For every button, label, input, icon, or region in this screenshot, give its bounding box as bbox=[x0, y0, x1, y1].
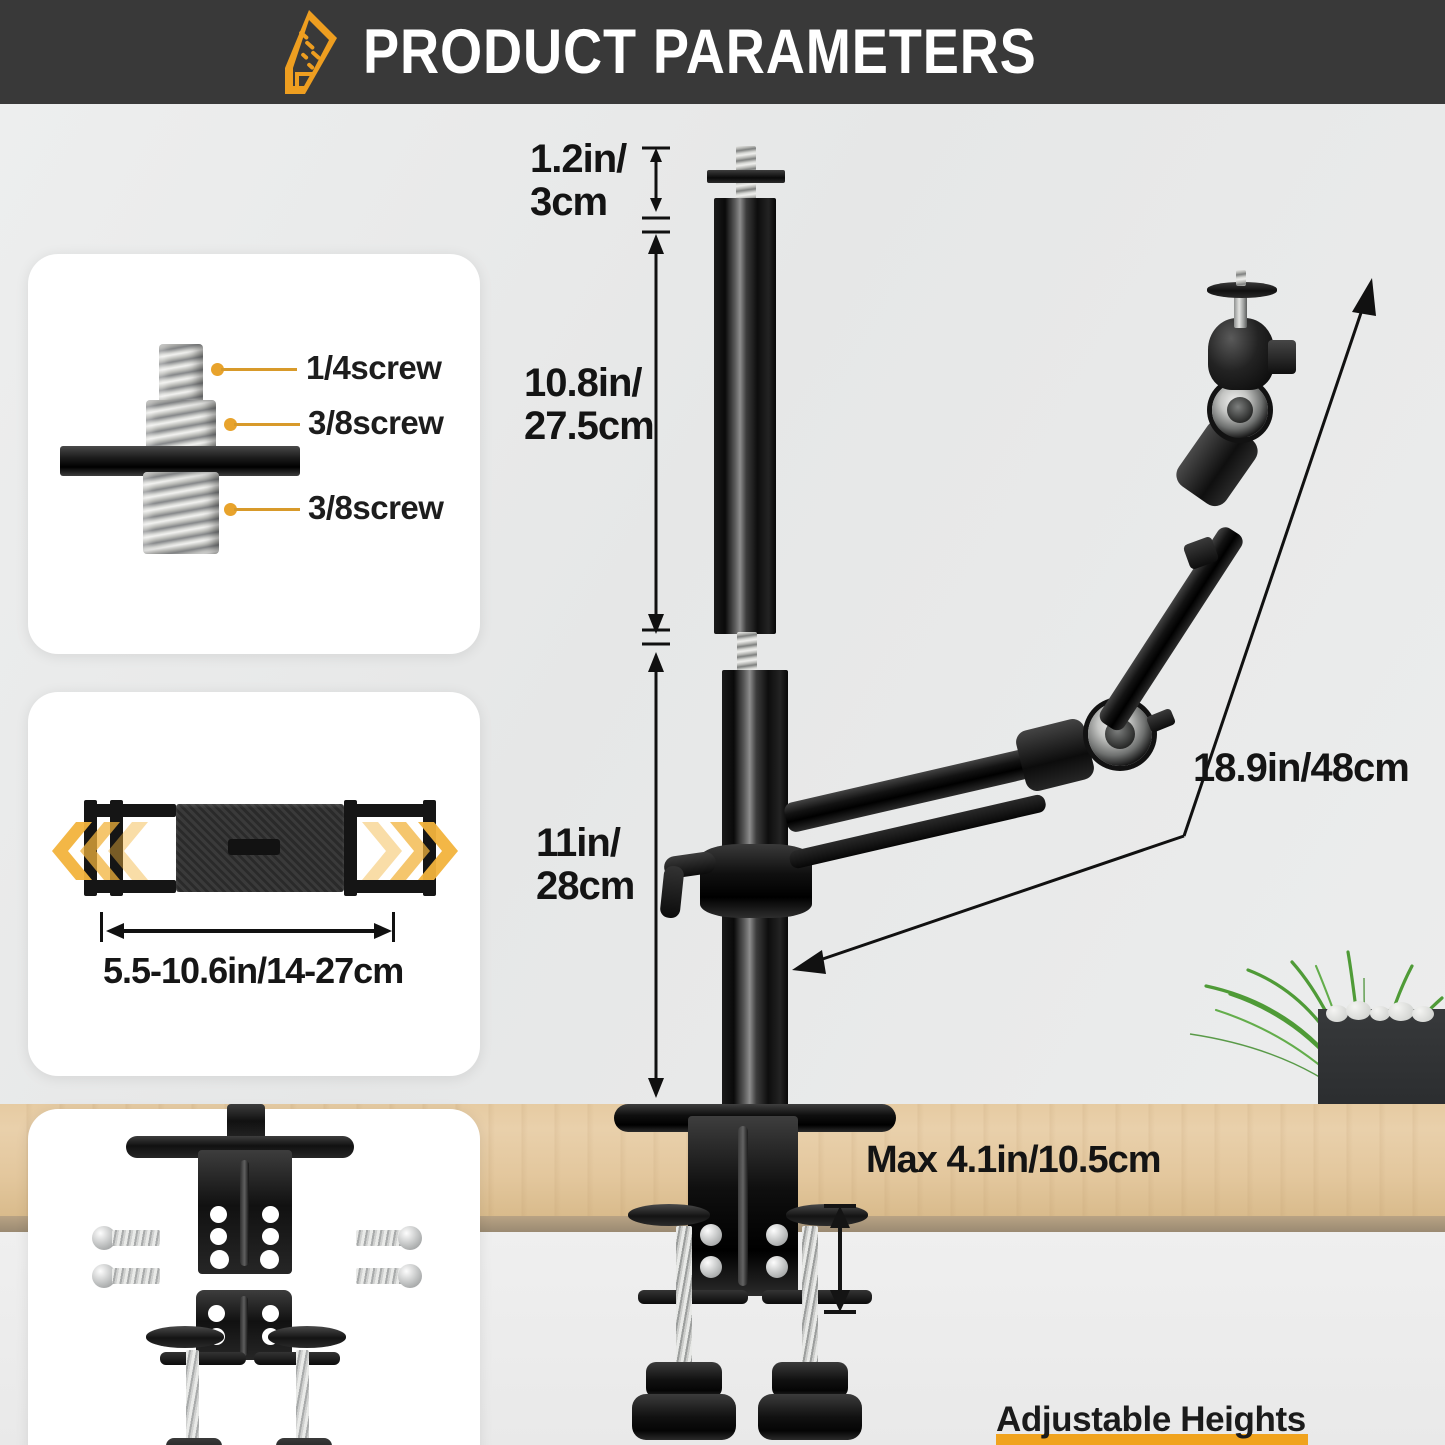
label-quarter-screw: 1/4screw bbox=[306, 349, 442, 386]
lower-bracket-hole-1 bbox=[208, 1305, 225, 1322]
holder-dim-tick-left bbox=[100, 912, 103, 942]
leader-line-3 bbox=[234, 508, 300, 511]
bracket-hole-4 bbox=[262, 1228, 279, 1245]
clamp-thumb-knob-right-base[interactable] bbox=[758, 1394, 862, 1440]
dimension-clamp-max: Max 4.1in/10.5cm bbox=[866, 1139, 1162, 1181]
holder-dim-tick-right bbox=[392, 912, 395, 942]
loose-screw-head-4 bbox=[398, 1264, 422, 1288]
label-three-eighth-screw-lower: 3/8screw bbox=[308, 489, 444, 526]
mid-thread bbox=[737, 632, 757, 672]
bracket-hole-6 bbox=[260, 1250, 279, 1269]
clamp-pad-right bbox=[786, 1204, 868, 1226]
quarter-inch-thread bbox=[159, 344, 203, 410]
holder-jaw-right-inner bbox=[344, 800, 357, 896]
clamp-bracket-rib bbox=[738, 1126, 748, 1286]
loose-screw-shaft-1 bbox=[112, 1230, 160, 1246]
leader-line-1 bbox=[221, 368, 297, 371]
bracket-hole-5 bbox=[210, 1250, 229, 1269]
top-flange bbox=[707, 170, 785, 183]
dimension-top-screw: 1.2in/ 3cm bbox=[530, 137, 627, 225]
dimension-lower-pole: 11in/ 28cm bbox=[536, 821, 635, 909]
page-title: PRODUCT PARAMETERS bbox=[362, 17, 1037, 87]
ball-head-stem bbox=[1234, 294, 1247, 328]
upper-pole bbox=[714, 198, 776, 634]
clamp-part-top-plate bbox=[126, 1136, 354, 1158]
clamp-crossbar-left bbox=[638, 1290, 748, 1304]
product-scene: 1.2in/ 3cm 10.8in/ 27.5cm 11in/ 28cm bbox=[0, 104, 1445, 1445]
clamp-part-lower-rib bbox=[240, 1296, 248, 1356]
planter-pot bbox=[1318, 1009, 1445, 1109]
clamp-bolt-4 bbox=[766, 1256, 788, 1278]
ball-head bbox=[1208, 318, 1274, 390]
holder-dimension-label: 5.5-10.6in/14-27cm bbox=[103, 950, 404, 991]
screw-flange-disc bbox=[60, 446, 300, 476]
ball-head-lock-knob[interactable] bbox=[1268, 340, 1296, 374]
clamp-part-pad-left bbox=[146, 1326, 224, 1348]
bracket-hole-1 bbox=[210, 1206, 227, 1223]
holder-jaw-left-top bbox=[84, 804, 176, 817]
leader-dot-2 bbox=[224, 418, 237, 431]
clamp-thumb-knob-left-base[interactable] bbox=[632, 1394, 736, 1440]
top-joint-center bbox=[1227, 397, 1253, 423]
ball-head-mount-plate bbox=[1207, 282, 1277, 298]
decorative-stones bbox=[1322, 1001, 1445, 1023]
ball-head-quarter-screw bbox=[1236, 270, 1246, 286]
label-three-eighth-screw-upper: 3/8screw bbox=[308, 404, 444, 441]
expand-arrows-left bbox=[52, 822, 148, 880]
clamp-part-knob-right-top bbox=[276, 1438, 332, 1445]
clamp-part-pad-right bbox=[268, 1326, 346, 1348]
holder-center-notch bbox=[228, 839, 280, 855]
clamp-part-upper-rib bbox=[240, 1160, 249, 1266]
loose-screw-shaft-3 bbox=[356, 1230, 404, 1246]
clamp-part-post bbox=[227, 1104, 265, 1142]
clamp-part-rod-left bbox=[186, 1350, 199, 1445]
badge-label: Adjustable Heights bbox=[996, 1400, 1306, 1439]
page-header: PRODUCT PARAMETERS bbox=[0, 0, 1445, 104]
clamp-bolt-2 bbox=[766, 1224, 788, 1246]
leader-dot-3 bbox=[224, 503, 237, 516]
holder-jaw-right-top bbox=[344, 804, 436, 817]
clamp-bolt-1 bbox=[700, 1224, 722, 1246]
ruler-icon bbox=[279, 8, 341, 96]
clamp-pad-left bbox=[628, 1204, 710, 1226]
lower-bracket-hole-2 bbox=[262, 1305, 279, 1322]
loose-screw-shaft-2 bbox=[112, 1268, 160, 1284]
clamp-bolt-3 bbox=[700, 1256, 722, 1278]
dimension-upper-pole: 10.8in/ 27.5cm bbox=[524, 361, 655, 449]
leader-line-2 bbox=[234, 423, 300, 426]
lower-three-eighth-thread bbox=[143, 472, 219, 554]
dimension-arm-reach: 18.9in/48cm bbox=[1193, 746, 1410, 790]
clamp-screw-rod-left bbox=[676, 1226, 692, 1366]
loose-screw-head-3 bbox=[398, 1226, 422, 1250]
clamp-part-crossbar-left bbox=[160, 1352, 246, 1365]
leader-dot-1 bbox=[211, 363, 224, 376]
clamp-thumb-knob-right[interactable] bbox=[772, 1362, 848, 1398]
clamp-screw-rod-right bbox=[802, 1226, 818, 1366]
holder-jaw-right-bot bbox=[344, 880, 436, 893]
adjustable-heights-badge: Adjustable Heights bbox=[996, 1400, 1308, 1445]
badge-highlight-bar bbox=[996, 1434, 1308, 1445]
bracket-hole-2 bbox=[262, 1206, 279, 1223]
loose-screw-shaft-4 bbox=[356, 1268, 404, 1284]
clamp-part-knob-left-top bbox=[166, 1438, 222, 1445]
clamp-part-rod-right bbox=[296, 1350, 309, 1445]
expand-arrows-right bbox=[362, 822, 458, 880]
clamp-thumb-knob-left[interactable] bbox=[646, 1362, 722, 1398]
holder-jaw-left-bot bbox=[84, 880, 176, 893]
bracket-hole-3 bbox=[210, 1228, 227, 1245]
